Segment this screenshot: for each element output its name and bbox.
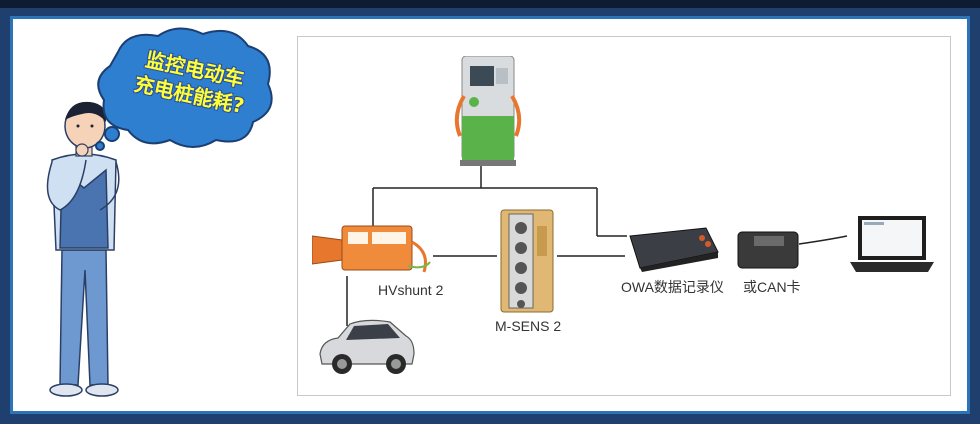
m-sens-module bbox=[500, 209, 554, 313]
ev-charging-station bbox=[454, 56, 522, 166]
hvshunt-label: HVshunt 2 bbox=[378, 282, 444, 298]
top-bar bbox=[0, 0, 980, 8]
connection-lines bbox=[346, 164, 848, 326]
owa-data-logger bbox=[629, 227, 719, 272]
can-card-device bbox=[737, 231, 799, 269]
laptop-computer bbox=[850, 216, 934, 272]
m-sens-label: M-SENS 2 bbox=[495, 318, 562, 334]
can-label: 或CAN卡 bbox=[743, 279, 801, 295]
speech-bubble: 监控电动车 充电桩能耗? bbox=[88, 22, 278, 152]
thinking-man-illustration bbox=[46, 101, 120, 397]
suv-car bbox=[319, 319, 415, 374]
hvshunt-device bbox=[312, 225, 431, 273]
owa-label: OWA数据记录仪 bbox=[621, 279, 724, 295]
